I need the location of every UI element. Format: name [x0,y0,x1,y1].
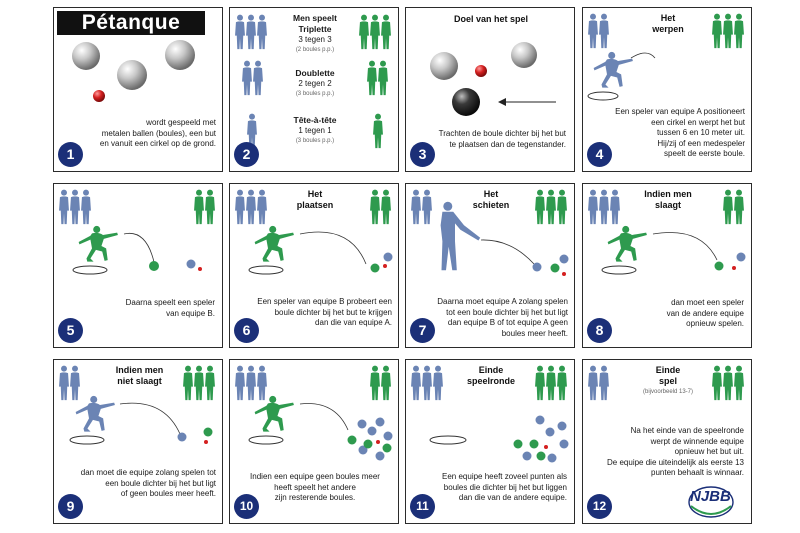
goal-illustration [430,42,556,116]
panel-number-8: 8 [587,318,612,343]
page-title: Pétanque [57,11,205,35]
shooting-illustration [411,189,569,276]
throwing-illustration [587,13,744,101]
team-b-plays-illustration [59,189,215,275]
pointing-illustration [235,189,393,275]
panel-number-2: 2 [234,142,259,167]
remaining-boules-illustration [235,365,393,461]
panel-number-3: 3 [410,142,435,167]
panel-number-6: 6 [234,318,259,343]
panel-number-7: 7 [410,318,435,343]
end-of-round-illustration [411,365,569,463]
panel-number-10: 10 [234,494,259,519]
boules-illustration [72,40,195,102]
panel-number-9: 9 [58,494,83,519]
panel-number-11: 11 [410,494,435,519]
panel-3: Doel van het spel Trachten de boule dich… [405,7,575,172]
success-illustration [588,189,746,275]
end-of-game-illustration [588,365,744,518]
panel-number-1: 1 [58,142,83,167]
panel-number-12: 12 [587,494,612,519]
mode-tete-a-tete: Tête-à-tête 1 tegen 1 (3 boules p.p.) [293,115,337,144]
panel-number-5: 5 [58,318,83,343]
mode-doublette: Doublette 2 tegen 2 (3 boules p.p.) [295,68,335,97]
panel-number-4: 4 [587,142,612,167]
fail-illustration [59,365,215,445]
panel-3-heading: Doel van het spel [453,14,529,24]
njbb-logo: NJBB [690,488,731,505]
example-score: (bijvoorbeeld 13-7) [642,389,694,395]
